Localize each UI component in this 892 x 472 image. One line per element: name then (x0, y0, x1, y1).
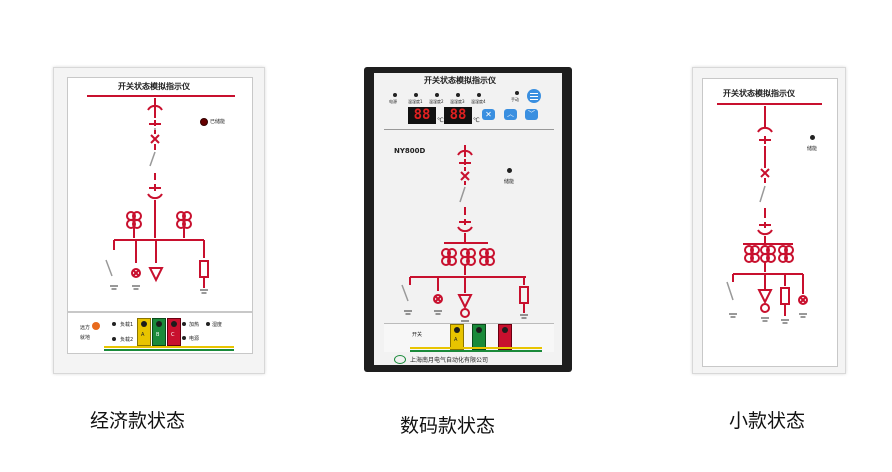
indicator-label-1: 温湿度1 (408, 99, 423, 104)
temp-display-2: 88 (444, 107, 472, 124)
local-label: 就地 (80, 335, 91, 341)
digital-divider (384, 129, 554, 130)
phase-c-label: C (171, 332, 175, 338)
indicator-led-1 (414, 93, 418, 97)
settings-button[interactable]: ✕ (482, 109, 495, 120)
small-title: 开关状态模拟指示仪 (723, 89, 795, 98)
manual-label: 手动 (511, 97, 519, 102)
digital-phase-a-lamp (454, 327, 460, 333)
phase-a-indicator: A (137, 318, 151, 346)
humidity-led (206, 322, 210, 326)
model-label: NY800D (394, 147, 426, 155)
company-name: 上海南月电气自动化有限公司 (410, 357, 489, 364)
digital-panel: 开关状态模拟指示仪 电源 温湿度1 温湿度2 温湿度3 温湿度4 手动 88 ℃… (364, 67, 572, 372)
indicator-label-2: 温湿度2 (429, 99, 444, 104)
phase-a-lamp (141, 321, 147, 327)
menu-icon (530, 93, 538, 94)
digital-phase-c-lamp (502, 327, 508, 333)
phase-c-indicator: C (167, 318, 181, 346)
phase-b-label: B (156, 332, 160, 338)
manual-led (515, 91, 519, 95)
economy-single-line-diagram (105, 98, 209, 294)
digital-yellow-bar (410, 347, 542, 349)
economy-title: 开关状态模拟指示仪 (118, 82, 190, 91)
indicator-leds: 电源 温湿度1 温湿度2 温湿度3 温湿度4 (389, 93, 509, 107)
mode-button[interactable] (527, 89, 541, 103)
heater-led (182, 322, 186, 326)
small-title-rule (717, 103, 822, 105)
digital-title: 开关状态模拟指示仪 (424, 76, 496, 85)
digital-phase-a: A (450, 324, 464, 350)
small-storage-led (810, 135, 815, 140)
indicator-led-0 (393, 93, 397, 97)
power-led (182, 336, 186, 340)
indicator-label-4: 温湿度4 (471, 99, 486, 104)
digital-single-line-diagram (401, 145, 529, 325)
power-label: 电源 (189, 336, 200, 342)
phase-b-indicator: B (152, 318, 166, 346)
load2-label: 负载2 (120, 337, 134, 343)
switch-label: 开关 (412, 332, 423, 338)
economy-panel: 开关状态模拟指示仪 已储能 (53, 67, 265, 374)
small-storage-label: 储能 (807, 146, 818, 152)
temp-unit-1: ℃ (437, 117, 444, 124)
indicator-led-3 (456, 93, 460, 97)
heater-label: 加热 (189, 322, 200, 328)
small-face (702, 78, 838, 367)
digital-phase-c (498, 324, 512, 350)
caption-small: 小款状态 (729, 410, 806, 432)
digital-phase-b (472, 324, 486, 350)
phase-a-label: A (141, 332, 145, 338)
indicator-label-3: 温湿度3 (450, 99, 465, 104)
caption-economy: 经济款状态 (90, 410, 186, 432)
economy-storage-label: 已储能 (210, 119, 226, 125)
small-panel: 开关状态模拟指示仪 储能 (692, 67, 846, 374)
load2-led (112, 337, 116, 341)
small-single-line-diagram (726, 106, 808, 324)
phase-c-lamp (171, 321, 177, 327)
temp-unit-2: ℃ (473, 117, 480, 124)
indicator-led-2 (435, 93, 439, 97)
indicator-label-0: 电源 (389, 99, 397, 104)
load1-label: 负载1 (120, 322, 134, 328)
caption-digital: 数码款状态 (400, 415, 496, 437)
company-logo (394, 355, 406, 364)
down-button[interactable]: ﹀ (525, 109, 538, 120)
down-arrow-icon: ﹀ (528, 110, 535, 118)
green-bar (104, 349, 234, 351)
economy-title-rule (87, 95, 235, 97)
up-arrow-icon: ︿ (507, 110, 514, 118)
phase-b-lamp (156, 321, 162, 327)
yellow-bar (104, 346, 234, 348)
digital-storage-label: 储能 (504, 179, 515, 185)
up-button[interactable]: ︿ (504, 109, 517, 120)
humidity-label: 湿度 (212, 322, 223, 328)
wrench-icon: ✕ (485, 110, 492, 119)
temp-display-1: 88 (408, 107, 436, 124)
digital-phase-a-label: A (454, 337, 458, 343)
digital-storage-led (507, 168, 512, 173)
remote-label: 远方 (80, 325, 91, 331)
digital-phase-b-lamp (476, 327, 482, 333)
remote-local-knob[interactable] (92, 322, 100, 330)
digital-green-bar (410, 350, 542, 352)
load1-led (112, 322, 116, 326)
indicator-led-4 (477, 93, 481, 97)
storage-led (200, 118, 208, 126)
